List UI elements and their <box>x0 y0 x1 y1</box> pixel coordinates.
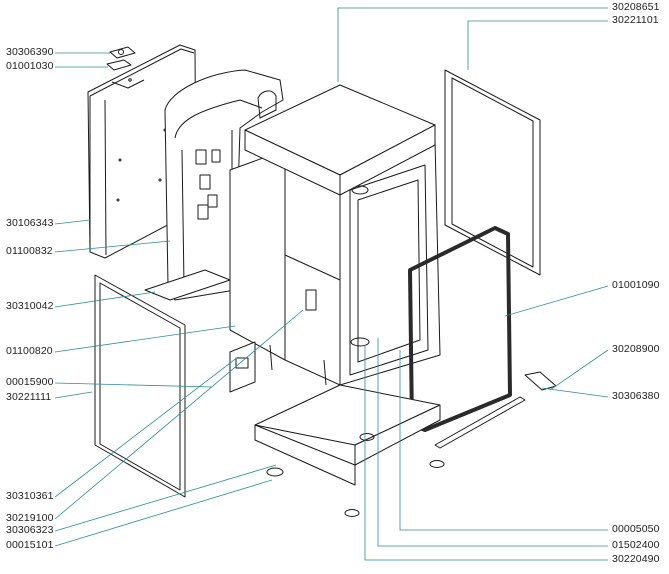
part-number-label: 01100832 <box>6 245 53 257</box>
part-number-label: 30208900 <box>612 343 660 355</box>
adjustable-feet <box>266 460 445 517</box>
part-number-label: 01100820 <box>6 345 53 357</box>
part-number-label: 30219100 <box>6 512 54 524</box>
part-number-label: 30221111 <box>6 391 52 403</box>
part-number-label: 30306323 <box>6 524 54 536</box>
base-tray <box>254 384 441 486</box>
part-number-label: 30306390 <box>6 46 54 58</box>
part-number-label: 30106343 <box>6 217 54 229</box>
part-number-label: 00005050 <box>612 523 660 535</box>
mounting-bracket <box>229 341 256 393</box>
part-number-label: 30221101 <box>612 14 659 26</box>
leader-lines <box>54 7 609 561</box>
top-lid <box>244 84 436 196</box>
main-cabinet <box>229 119 441 386</box>
part-number-label: 30220490 <box>612 553 660 565</box>
right-front-panel <box>94 274 186 498</box>
part-number-label: 30208651 <box>612 1 660 13</box>
part-number-label: 30306380 <box>612 390 660 402</box>
top-bracket-part <box>106 46 136 71</box>
part-number-label: 00015900 <box>6 376 54 388</box>
right-rear-panel <box>444 69 541 276</box>
part-number-label: 01502400 <box>612 539 660 551</box>
part-number-label: 01001090 <box>612 279 660 291</box>
seal-strip <box>434 371 557 449</box>
part-number-label: 00015101 <box>6 539 54 551</box>
part-number-label: 30310042 <box>6 300 54 312</box>
part-number-label: 30310361 <box>6 490 54 502</box>
part-number-label: 01001030 <box>6 60 54 72</box>
